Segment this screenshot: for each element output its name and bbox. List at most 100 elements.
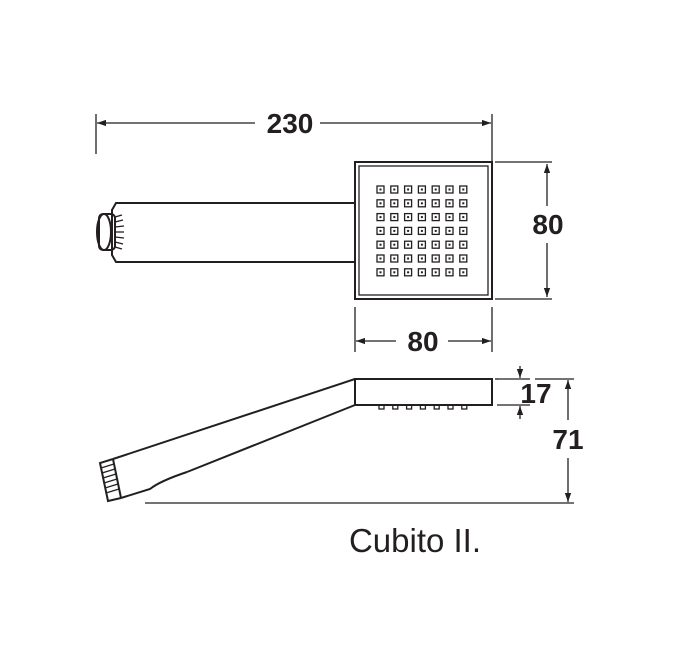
nozzle-center	[407, 188, 410, 191]
dim-label-overall-height: 71	[552, 424, 583, 455]
head-inner-square	[358, 165, 489, 296]
nozzle-center	[407, 216, 410, 219]
nozzle	[376, 226, 385, 236]
nozzle	[376, 254, 385, 263]
nozzle	[459, 240, 468, 249]
nozzle-center	[407, 202, 410, 205]
nozzle	[445, 226, 454, 236]
nozzle	[403, 212, 413, 222]
nozzle-center	[434, 257, 437, 260]
nozzle-center	[379, 243, 382, 246]
side-nozzle	[405, 404, 413, 410]
nozzle-center	[448, 257, 451, 260]
nozzle	[431, 199, 440, 208]
nozzle-center	[420, 202, 423, 205]
nozzle-center	[448, 188, 451, 191]
threaded-connector	[98, 458, 122, 503]
nozzle	[459, 226, 468, 236]
nozzle	[417, 254, 427, 263]
nozzle	[445, 268, 454, 277]
nozzle-center	[434, 188, 437, 191]
nozzle	[459, 212, 468, 222]
nozzle-center	[462, 188, 465, 191]
nozzle	[390, 185, 399, 194]
nozzle-center	[434, 271, 437, 274]
side-nozzle	[392, 404, 399, 410]
nozzle	[431, 268, 440, 277]
handle-side-base	[112, 458, 122, 499]
nozzle-center	[379, 188, 382, 191]
nozzle-center	[434, 243, 437, 246]
side-nozzle	[433, 404, 440, 410]
nozzle-center	[407, 271, 410, 274]
nozzle-center	[407, 257, 410, 260]
nozzle	[403, 268, 413, 277]
nozzle	[403, 226, 413, 236]
nozzle	[445, 254, 454, 263]
nozzle-center	[434, 229, 437, 232]
nozzle-center	[448, 243, 451, 246]
nozzle-center	[393, 257, 396, 260]
nozzle	[417, 226, 427, 236]
nozzle-center	[420, 271, 423, 274]
nozzle-center	[379, 202, 382, 205]
side-view: 17 71	[98, 366, 584, 504]
product-name: Cubito II.	[349, 522, 481, 559]
nozzle	[417, 240, 427, 249]
nozzle-center	[407, 243, 410, 246]
nozzle	[431, 226, 440, 236]
nozzle-center	[379, 257, 382, 260]
nozzle-center	[379, 216, 382, 219]
nozzle	[431, 254, 440, 263]
side-nozzle	[378, 404, 385, 410]
nozzle	[431, 240, 440, 249]
nozzle-center	[393, 202, 396, 205]
hose-connector	[96, 202, 125, 263]
dim-label-head-height: 80	[532, 209, 563, 240]
nozzle	[417, 185, 427, 194]
nozzle	[445, 185, 454, 194]
nozzle-center	[420, 257, 423, 260]
nozzle-center	[462, 243, 465, 246]
side-nozzle	[419, 404, 427, 410]
dim-label-head-width: 80	[407, 326, 438, 357]
nozzle	[403, 185, 413, 194]
nozzle	[376, 212, 385, 222]
nozzle-center	[393, 229, 396, 232]
nozzle-center	[393, 271, 396, 274]
nozzle-center	[420, 216, 423, 219]
head-side-body	[354, 378, 493, 406]
nozzle-center	[407, 229, 410, 232]
nozzle	[390, 199, 399, 208]
handle-side-mid-edge	[186, 404, 356, 473]
nozzle	[417, 268, 427, 277]
nozzle-center	[462, 202, 465, 205]
nozzle	[390, 268, 399, 277]
nozzle	[403, 240, 413, 249]
nozzle	[459, 185, 468, 194]
nozzle	[459, 254, 468, 263]
nozzle-center	[379, 271, 382, 274]
nozzle-center	[448, 271, 451, 274]
nozzle	[376, 240, 385, 249]
nozzle	[390, 226, 399, 236]
nozzle-center	[434, 216, 437, 219]
nozzle	[459, 199, 468, 208]
nozzle-center	[448, 202, 451, 205]
nozzle-center	[448, 216, 451, 219]
nozzle-center	[462, 257, 465, 260]
handle-side-bottom-curve	[120, 471, 188, 499]
nozzle	[431, 212, 440, 222]
nozzle	[417, 199, 427, 208]
top-view: 230 80 80	[95, 108, 564, 357]
nozzle-center	[462, 216, 465, 219]
nozzle-center	[379, 229, 382, 232]
nozzle	[376, 199, 385, 208]
nozzle-center	[462, 271, 465, 274]
nozzle	[445, 199, 454, 208]
nozzle-center	[420, 229, 423, 232]
nozzle-center	[448, 229, 451, 232]
nozzle-center	[393, 188, 396, 191]
nozzle	[376, 268, 385, 277]
